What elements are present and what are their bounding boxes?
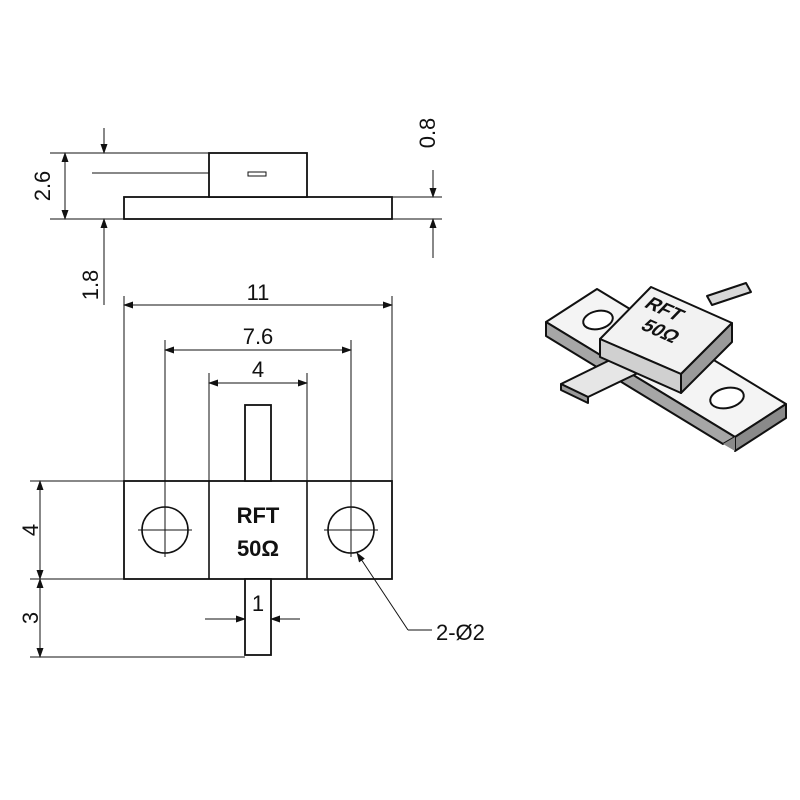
iso-back-lead — [706, 282, 752, 306]
front-view: RFT 50Ω 11 7.6 4 4 3 1 2-Ø2 — [18, 280, 485, 658]
side-flange — [123, 196, 393, 220]
side-lead — [247, 171, 267, 177]
side-body — [208, 152, 308, 198]
body-label-line2: 50Ω — [237, 536, 279, 561]
iso-hole-left — [582, 309, 614, 331]
dim-tab-thickness: 0.8 — [415, 118, 440, 149]
hole-callout: 2-Ø2 — [436, 620, 485, 645]
dim-overall-width: 11 — [247, 280, 270, 305]
dim-flange-height: 4 — [18, 524, 43, 536]
dim-hole-spacing: 7.6 — [243, 324, 274, 349]
dim-lead-width: 1 — [252, 591, 264, 616]
side-view: 2.6 1.8 0.8 — [30, 118, 442, 305]
front-top-lead — [244, 404, 272, 482]
dim-lead-length: 3 — [18, 612, 43, 624]
dim-total-height: 2.6 — [30, 171, 55, 202]
iso-view: RFT 50Ω — [545, 282, 787, 452]
dim-body-width: 4 — [252, 357, 264, 382]
body-label-line1: RFT — [237, 503, 280, 528]
dim-flange-height-side: 1.8 — [78, 270, 103, 301]
iso-hole-right — [709, 386, 745, 410]
front-bottom-lead — [244, 578, 272, 656]
